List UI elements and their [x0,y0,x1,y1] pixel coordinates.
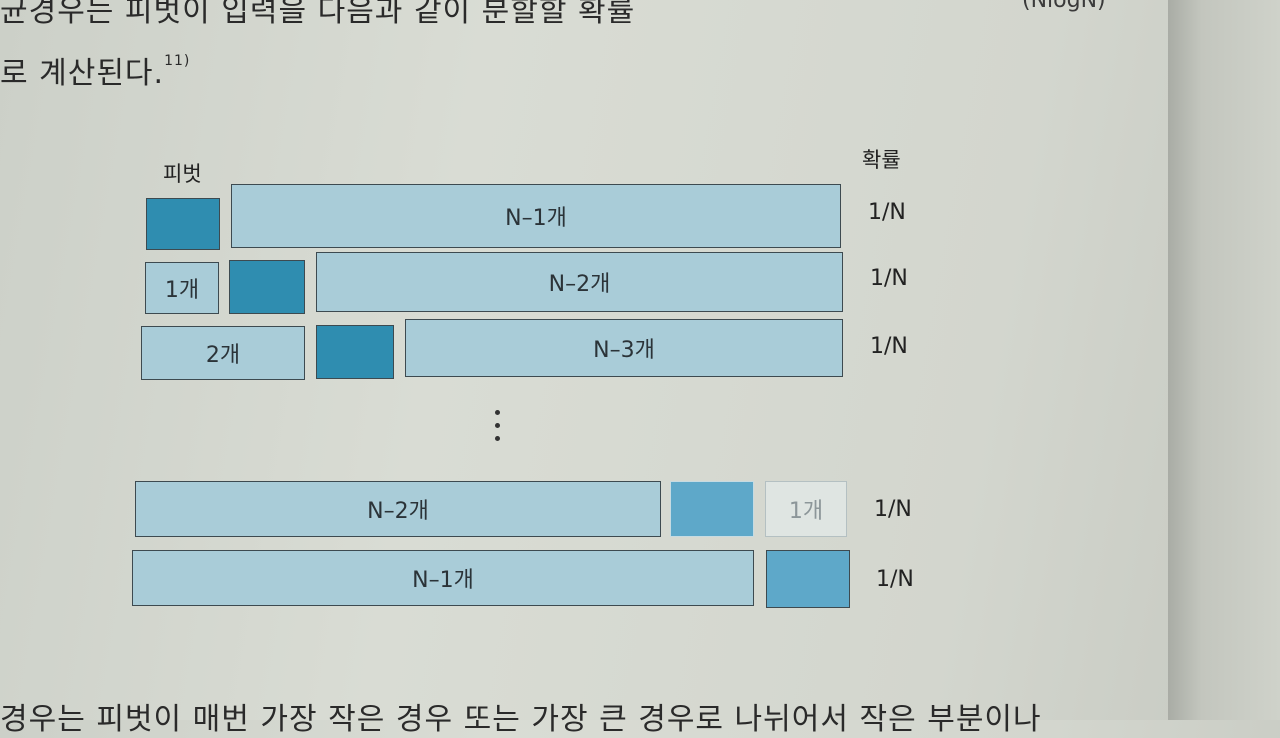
row3-probability: 1/N [870,334,908,359]
body-text-top-right: (NlogN) [1022,0,1106,13]
body-text-bottom: 경우는 피벗이 매번 가장 작은 경우 또는 가장 큰 경우로 나뉘어서 작은 … [0,702,1042,737]
page-edge-shadow [1168,0,1280,720]
row2-pivot-box [229,260,305,314]
row2-left-partition: 1개 [145,262,219,314]
row2-right-partition: N–2개 [316,252,843,312]
row1-right-partition: N–1개 [231,184,841,248]
row4-right-partition: 1개 [765,481,847,537]
row5-probability: 1/N [876,567,914,592]
row4-pivot-box [670,481,754,537]
pivot-label: 피벗 [163,162,202,186]
probability-label: 확률 [862,148,901,172]
footnote-reference: 11) [164,53,191,69]
row4-left-partition: N–2개 [135,481,661,537]
row3-pivot-box [316,325,394,379]
row2-probability: 1/N [870,266,908,291]
vertical-ellipsis [492,410,502,450]
row3-left-partition: 2개 [141,326,305,380]
row1-probability: 1/N [868,200,906,225]
body-text-line2: 로 계산된다.11) [0,48,190,92]
body-text-top: 균경우는 피벗이 입력을 다음과 같이 분할할 확률 [0,0,636,29]
row5-pivot-box [766,550,850,608]
row3-right-partition: N–3개 [405,319,843,377]
row5-left-partition: N–1개 [132,550,754,606]
row4-probability: 1/N [874,497,912,522]
body-text-line2-text: 로 계산된다. [0,56,165,91]
row1-pivot-box [146,198,220,250]
